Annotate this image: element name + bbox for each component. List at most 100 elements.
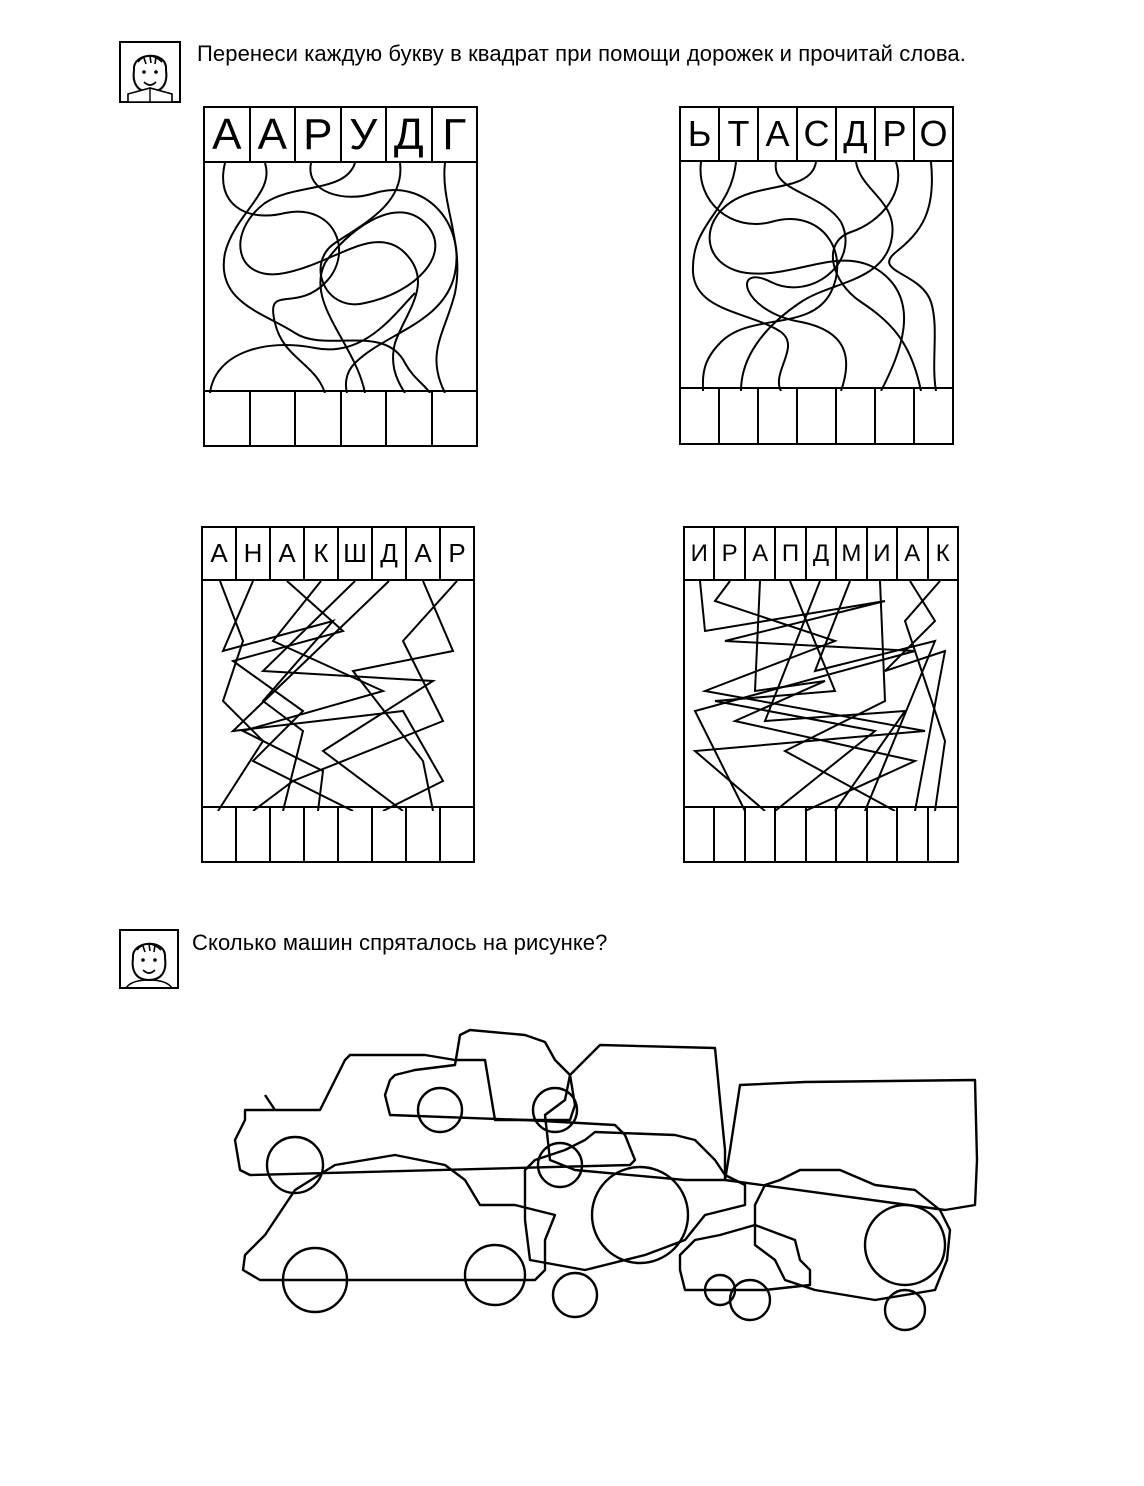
- answer-cell[interactable]: [237, 808, 271, 861]
- answer-cell[interactable]: [251, 392, 296, 445]
- wheel: [463, 1243, 527, 1307]
- answer-cell[interactable]: [715, 808, 746, 861]
- paths-task-instruction: Перенеси каждую букву в квадрат при помо…: [197, 41, 966, 66]
- letter-cell: П: [776, 528, 807, 579]
- wheel: [536, 1141, 584, 1189]
- letter-cell: К: [305, 528, 339, 579]
- answer-cell[interactable]: [205, 392, 251, 445]
- letter-cell: А: [759, 108, 798, 160]
- letter-row: А А Р У Д Г: [205, 108, 476, 163]
- wheel: [551, 1271, 599, 1319]
- answer-cell[interactable]: [681, 389, 720, 443]
- car-outline: [383, 1028, 577, 1122]
- letter-cell: Г: [442, 109, 467, 159]
- letter-cell: А: [746, 528, 777, 579]
- answer-cell[interactable]: [296, 392, 342, 445]
- answer-cell[interactable]: [441, 808, 473, 861]
- letter-cell: А: [898, 528, 929, 579]
- wheel: [703, 1273, 737, 1307]
- answer-cell[interactable]: [898, 808, 929, 861]
- car-outline: [753, 1168, 952, 1302]
- answer-cell[interactable]: [342, 392, 387, 445]
- answer-row: [205, 390, 476, 445]
- answer-cell[interactable]: [685, 808, 716, 861]
- letter-cell: Т: [720, 108, 759, 160]
- answer-row: [203, 806, 473, 861]
- wheel: [728, 1278, 772, 1322]
- answer-cell[interactable]: [746, 808, 777, 861]
- zigzag-paths: [217, 581, 458, 811]
- letter-cell: А: [203, 528, 237, 579]
- letter-path-puzzle-4: И Р А П Д М И А К: [683, 526, 959, 863]
- letter-path-puzzle-1: А А Р У Д Г: [203, 106, 478, 447]
- letter-row: И Р А П Д М И А К: [685, 528, 957, 581]
- wheel: [863, 1203, 947, 1287]
- letter-row: Ь Т А С Д Р О: [681, 108, 952, 162]
- answer-cell[interactable]: [407, 808, 441, 861]
- car-outline: [233, 1053, 637, 1177]
- wheel: [281, 1246, 349, 1314]
- letter-cell: Р: [876, 108, 915, 160]
- child-face-icon: [118, 928, 180, 990]
- car-outline: [678, 1223, 812, 1292]
- wheel: [416, 1086, 464, 1134]
- letter-path-puzzle-3: А Н А К Ш Д А Р: [201, 526, 475, 863]
- wheel: [531, 1086, 579, 1134]
- letter-cell: М: [837, 528, 868, 579]
- hidden-cars-drawing: [233, 1028, 979, 1332]
- answer-cell[interactable]: [776, 808, 807, 861]
- car-outline: [241, 1153, 557, 1282]
- car-outline: [723, 1078, 979, 1212]
- answer-cell[interactable]: [433, 392, 477, 445]
- letter-cell: Д: [373, 528, 407, 579]
- wheel: [590, 1165, 690, 1265]
- answer-cell[interactable]: [868, 808, 899, 861]
- letter-cell: Р: [448, 538, 466, 568]
- wheel: [265, 1135, 325, 1195]
- answer-cell[interactable]: [373, 808, 407, 861]
- letter-path-puzzle-2: Ь Т А С Д Р О: [679, 106, 954, 445]
- letter-cell: А: [251, 108, 296, 161]
- answer-cell[interactable]: [798, 389, 837, 443]
- zigzag-paths: [692, 581, 947, 811]
- answer-cell[interactable]: [305, 808, 339, 861]
- answer-cell[interactable]: [807, 808, 838, 861]
- answer-cell[interactable]: [339, 808, 373, 861]
- answer-cell[interactable]: [915, 389, 952, 443]
- letter-cell: И: [685, 528, 716, 579]
- answer-cell[interactable]: [876, 389, 915, 443]
- answer-cell[interactable]: [271, 808, 305, 861]
- tangled-paths: [209, 163, 459, 393]
- letter-row: А Н А К Ш Д А Р: [203, 528, 473, 581]
- answer-cell[interactable]: [720, 389, 759, 443]
- letter-cell: А: [271, 528, 305, 579]
- answer-row: [681, 387, 952, 443]
- letter-cell: Ь: [681, 108, 720, 160]
- letter-cell: А: [205, 108, 251, 161]
- letter-cell: С: [798, 108, 837, 160]
- letter-cell: А: [407, 528, 441, 579]
- letter-cell: К: [935, 539, 950, 567]
- letter-cell: Д: [837, 108, 876, 160]
- letter-cell: Д: [807, 528, 838, 579]
- cars-task-instruction: Сколько машин спряталось на рисунке?: [192, 930, 608, 955]
- answer-cell[interactable]: [203, 808, 237, 861]
- answer-cell[interactable]: [387, 392, 433, 445]
- letter-cell: Р: [296, 108, 342, 161]
- answer-cell[interactable]: [837, 808, 868, 861]
- letter-cell: Д: [387, 108, 433, 161]
- letter-cell: Н: [237, 528, 271, 579]
- tangled-paths: [691, 162, 937, 391]
- letter-cell: Р: [715, 528, 746, 579]
- child-reading-icon: [118, 40, 182, 104]
- answer-cell[interactable]: [759, 389, 798, 443]
- letter-cell: У: [342, 108, 387, 161]
- answer-cell[interactable]: [837, 389, 876, 443]
- letter-cell: И: [868, 528, 899, 579]
- wheel: [883, 1288, 927, 1332]
- answer-cell[interactable]: [929, 808, 957, 861]
- answer-row: [685, 806, 957, 861]
- car-outline: [523, 1130, 747, 1272]
- letter-cell: О: [919, 113, 948, 154]
- letter-cell: Ш: [339, 528, 373, 579]
